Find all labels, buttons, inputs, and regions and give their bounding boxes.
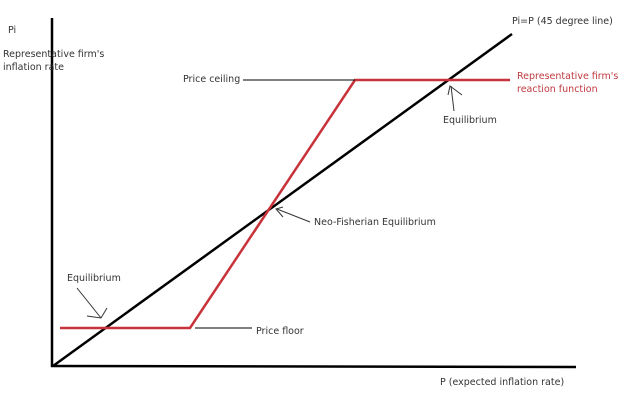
price-ceiling-label: Price ceiling — [183, 74, 241, 85]
line-45-degree — [52, 32, 513, 368]
equilibrium-upper-label: Equilibrium — [443, 115, 497, 126]
line-45-label: Pi=P (45 degree line) — [512, 16, 613, 27]
arrow-lower-equilibrium — [76, 287, 108, 319]
price-floor-label: Price floor — [256, 326, 304, 337]
equilibrium-lower-label: Equilibrium — [67, 273, 121, 284]
reaction-label-line2: reaction function — [517, 84, 598, 95]
y-axis-symbol: Pi — [8, 25, 17, 36]
y-axis-label-line1: Representative firm's — [3, 49, 105, 60]
reaction-label-line1: Representative firm's — [517, 71, 619, 82]
arrow-upper-equilibrium — [447, 85, 463, 112]
arrow-neo-fisherian — [275, 206, 311, 223]
x-axis-label: P (expected inflation rate) — [440, 377, 565, 388]
reaction-function — [60, 78, 510, 330]
x-axis — [50, 364, 577, 369]
neo-fisherian-label: Neo-Fisherian Equilibrium — [314, 217, 436, 228]
y-axis-label-line2: inflation rate — [3, 62, 64, 73]
